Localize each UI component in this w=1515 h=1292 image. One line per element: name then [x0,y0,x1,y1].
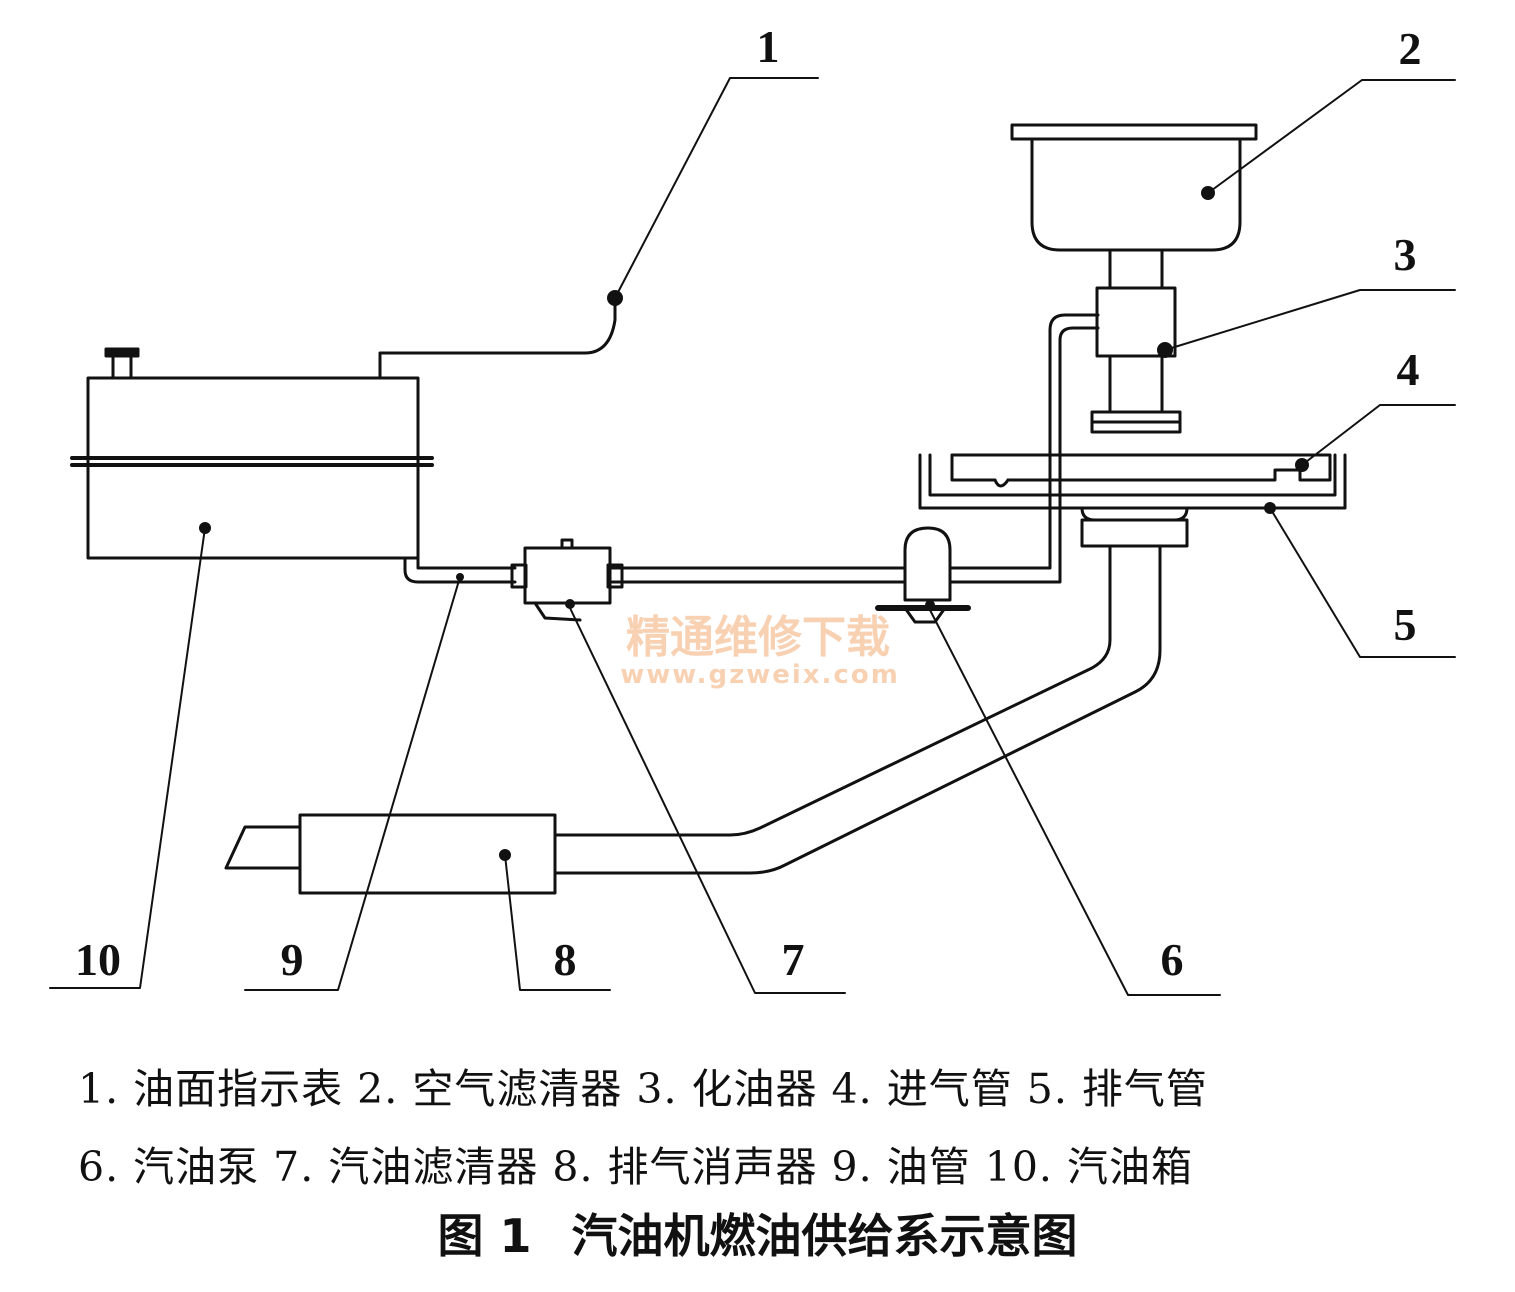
leader-dots [199,186,1309,861]
callout-7: 7 [782,934,805,985]
callout-8: 8 [554,934,577,985]
fuel-pump [875,526,971,624]
air-cleaner [1010,123,1258,290]
exhaust-manifold [918,453,1347,548]
figure-caption: 图 1 汽油机燃油供给系示意图 [0,1200,1515,1266]
callout-1: 1 [757,21,780,72]
callout-10: 10 [75,934,121,985]
legend-line-1: 1. 油面指示表 2. 空气滤清器 3. 化油器 4. 进气管 5. 排气管 [78,1065,1208,1113]
fuel-pipe [403,313,1100,584]
figure-number: 图 1 [437,1209,532,1263]
intake-manifold [950,453,1332,488]
legend-line-2: 6. 汽油泵 7. 汽油滤清器 8. 排气消声器 9. 油管 10. 汽油箱 [78,1143,1193,1191]
fuel-tank [70,296,617,560]
leader-lines [49,77,1456,996]
callout-9: 9 [281,934,304,985]
exhaust-pipe [553,544,1162,875]
callout-3: 3 [1394,229,1417,280]
watermark-text: 精通维修下载 [626,612,890,663]
figure-title: 汽油机燃油供给系示意图 [571,1209,1078,1263]
muffler [224,813,557,895]
callout-4: 4 [1397,344,1420,395]
callout-2: 2 [1399,23,1422,74]
callout-6: 6 [1161,934,1184,985]
carburetor [1090,286,1182,434]
callout-5: 5 [1394,599,1417,650]
watermark-url: www.gzweix.com [620,660,900,690]
fuel-system-diagram: 1 2 3 4 5 6 7 8 9 10 精通维修下载 www.gzweix.c… [49,21,1456,996]
